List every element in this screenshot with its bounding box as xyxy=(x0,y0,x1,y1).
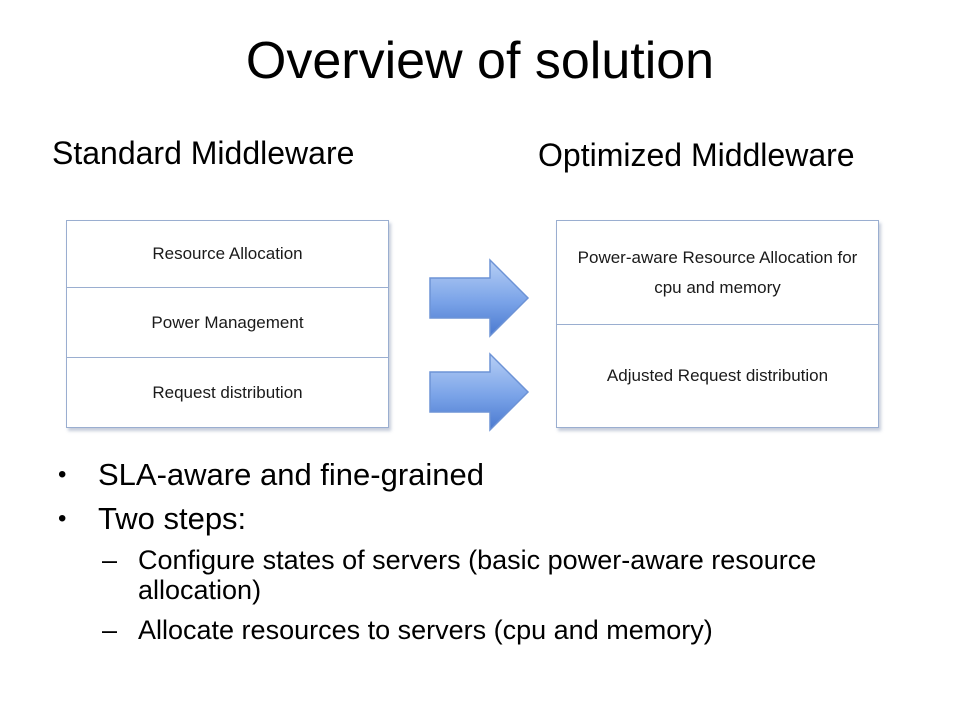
power-aware-allocation-layer: Power-aware Resource Allocation for cpu … xyxy=(577,247,858,297)
right-arrow-icon xyxy=(429,258,530,338)
slide-title: Overview of solution xyxy=(245,32,715,90)
adjusted-request-distribution-layer: Adjusted Request distribution xyxy=(557,324,878,427)
request-distribution-layer: Request distribution xyxy=(67,357,388,427)
bullet-text: SLA-aware and fine-grained xyxy=(98,457,485,492)
bullet-dot: • xyxy=(58,461,67,488)
right-arrow-icon xyxy=(429,352,530,432)
bullet-item: • Two steps: xyxy=(58,499,938,539)
optimized-middleware-stack: Power-aware Resource Allocation for cpu … xyxy=(556,220,879,428)
sub-bullet-dash: – xyxy=(102,545,118,575)
standard-middleware-stack: Resource Allocation Power Management Req… xyxy=(66,220,389,428)
bullet-dot: • xyxy=(58,505,67,532)
bullet-text: Two steps: xyxy=(98,501,247,536)
sub-bullet-dash: – xyxy=(102,615,118,645)
sub-bullet-item: – Allocate resources to servers (cpu and… xyxy=(58,615,878,645)
standard-middleware-heading: Standard Middleware xyxy=(52,135,355,171)
sub-bullet-text: Allocate resources to servers (cpu and m… xyxy=(138,615,713,645)
bullet-list: • SLA-aware and fine-grained • Two steps… xyxy=(58,455,938,655)
sub-bullet-item: – Configure states of servers (basic pow… xyxy=(58,545,878,605)
resource-allocation-layer: Resource Allocation xyxy=(152,244,303,263)
optimized-middleware-heading: Optimized Middleware xyxy=(538,137,855,173)
bullet-item: • SLA-aware and fine-grained xyxy=(58,455,938,495)
power-management-layer: Power Management xyxy=(67,287,388,357)
sub-bullet-text: Configure states of servers (basic power… xyxy=(138,545,817,605)
